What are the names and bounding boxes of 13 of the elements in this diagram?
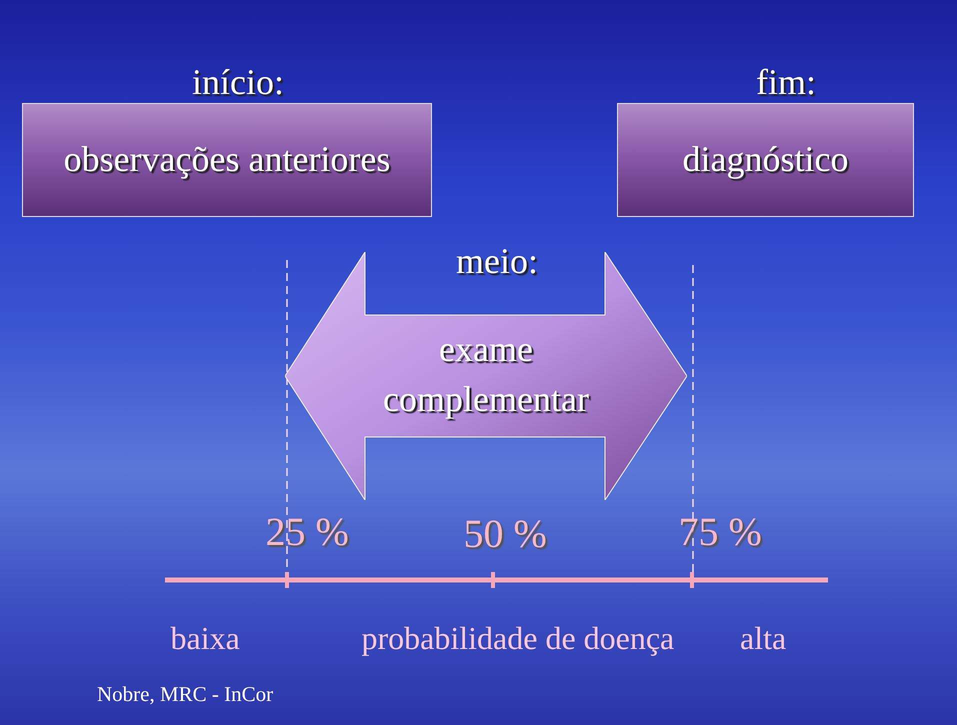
percentage-label: 75 % <box>678 508 762 555</box>
percentage-label: 25 % <box>266 508 349 555</box>
node-label: observações anteriores <box>62 138 392 180</box>
scale-label: alta <box>740 620 786 657</box>
node-label: exame complementar <box>382 328 590 421</box>
axis-title: probabilidade de doença <box>362 620 674 657</box>
node-heading: meio: <box>455 240 539 282</box>
scale-label: baixa <box>170 620 240 657</box>
credit-text: Nobre, MRC - InCor <box>97 682 274 707</box>
node-label: diagnóstico <box>682 138 850 180</box>
percentage-label: 50 % <box>464 510 547 557</box>
node-heading: início: <box>191 61 285 103</box>
node-heading: fim: <box>755 61 817 103</box>
